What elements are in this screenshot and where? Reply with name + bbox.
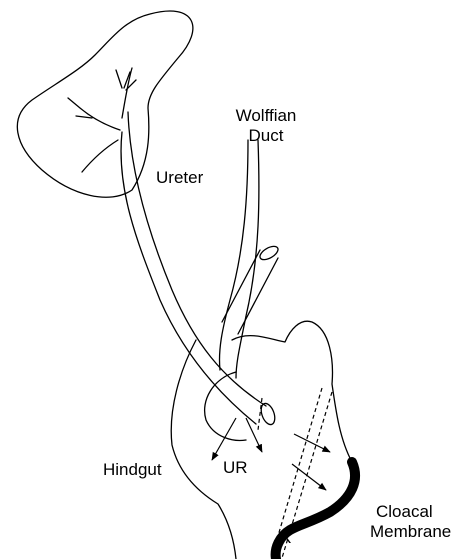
urogenital-inner-loop (205, 372, 246, 440)
cloacal-membrane-label-line1: Cloacal (370, 502, 456, 522)
ureter-label: Ureter (156, 168, 203, 188)
septum-arrow (294, 434, 330, 452)
ur-label: UR (223, 458, 248, 478)
wolffian-duct-label-line1: Wolffian (226, 106, 306, 126)
duct-stub (222, 250, 278, 334)
ureter-calyx-branch (116, 70, 136, 90)
ureter-tube (128, 112, 266, 406)
hindgut-label: Hindgut (103, 460, 162, 480)
cloacal-membrane-label-line2: Membrane (370, 522, 456, 542)
ureter-calyx-branch (82, 140, 118, 172)
cloaca-outline (171, 340, 236, 559)
x-label: X (280, 528, 291, 548)
wolffian-duct-label: Wolffian Duct (226, 106, 306, 146)
wolffian-duct-label-line2: Duct (226, 126, 306, 146)
ureter-calyx-branch (122, 68, 132, 118)
ur-arrow (212, 418, 236, 460)
cloacal-membrane-label: Cloacal Membrane (370, 502, 456, 542)
ureter-calyx-branch (68, 98, 120, 130)
cloaca-outline (232, 321, 352, 462)
